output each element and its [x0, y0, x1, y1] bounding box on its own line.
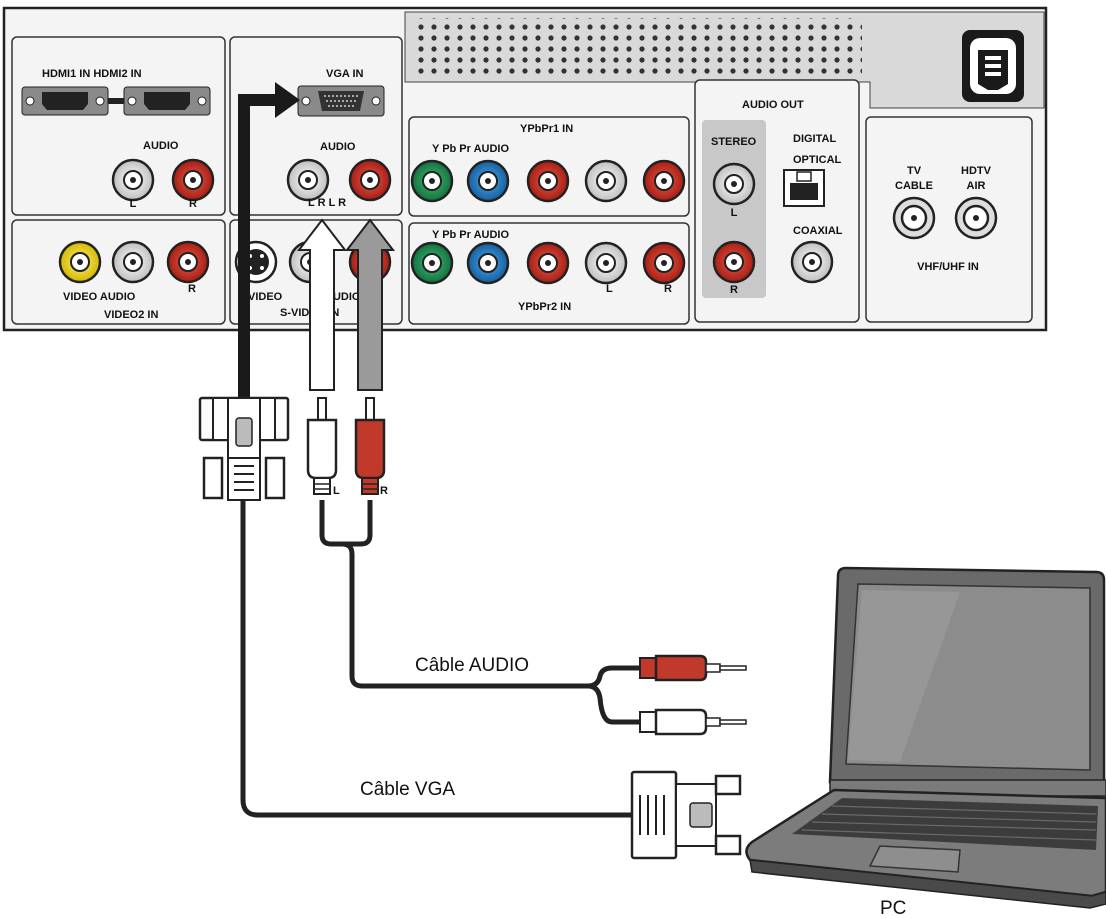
- ypbpr2-group-label: YPbPr2 IN: [518, 301, 571, 313]
- optical-port: [783, 169, 825, 207]
- ypbpr2-pr-jack: [526, 241, 570, 285]
- hdmi-audio-label: AUDIO: [143, 140, 179, 152]
- plug-r-label: R: [380, 485, 388, 497]
- audio-cable-label: Câble AUDIO: [415, 655, 529, 676]
- hdmi-audio-r-jack: [171, 158, 215, 202]
- ypbpr2-section: [408, 222, 690, 325]
- coaxial-label: COAXIAL: [793, 225, 843, 237]
- ypbpr1-pb-jack: [466, 159, 510, 203]
- video2-video-jack: [58, 240, 102, 284]
- audio-l-arrow: [296, 218, 348, 391]
- vga-in-label: VGA IN: [326, 68, 364, 80]
- rca-plug-white-pc: [639, 708, 747, 736]
- rca-plug-red-pc: [639, 654, 747, 682]
- hdmi2-port: [123, 86, 211, 116]
- ypbpr2-audio-l-jack: [584, 241, 628, 285]
- vga-cable-label: Câble VGA: [360, 779, 455, 800]
- laptop-icon: [745, 566, 1106, 909]
- pc-label: PC: [880, 898, 906, 918]
- tv-label: TV: [907, 165, 922, 177]
- vga-audio-l-jack: [286, 158, 330, 202]
- stereo-l-jack: [712, 162, 756, 206]
- ypbpr2-pb-jack: [466, 241, 510, 285]
- ypbpr1-audio-r-jack: [642, 159, 686, 203]
- vga-audio-r-jack: [348, 158, 392, 202]
- rca-plug-r-tv: [354, 397, 386, 495]
- power-socket-icon: [962, 30, 1024, 102]
- ypbpr1-group-label: YPbPr1 IN: [520, 123, 573, 135]
- ypbpr2-audio-r-jack: [642, 241, 686, 285]
- ypbpr2-r-label: R: [664, 283, 672, 295]
- coaxial-jack: [790, 240, 834, 284]
- vga-port: [297, 85, 385, 117]
- ypbpr2-l-label: L: [606, 283, 613, 295]
- hdtv-label: HDTV: [961, 165, 992, 177]
- ypbpr1-pr-jack: [526, 159, 570, 203]
- hdmi-audio-l-jack: [111, 158, 155, 202]
- video2-group-label: VIDEO2 IN: [104, 309, 158, 321]
- ypbpr2-y-jack: [410, 241, 454, 285]
- vhf-uhf-label: VHF/UHF IN: [917, 261, 979, 273]
- vga-plug-tv: [198, 396, 290, 501]
- ypbpr2-sub-label: Y Pb Pr AUDIO: [432, 229, 509, 241]
- digital-label: DIGITAL: [793, 133, 836, 145]
- ypbpr1-audio-l-jack: [584, 159, 628, 203]
- vga-arrow: [238, 82, 300, 398]
- video2-video-audio-label: VIDEO AUDIO: [63, 291, 136, 303]
- video2-audio-r-jack: [166, 240, 210, 284]
- vga-audio-label: AUDIO: [320, 141, 356, 153]
- stereo-label: STEREO: [711, 136, 757, 148]
- video2-r-label: R: [188, 283, 196, 295]
- video2-audio-l-jack: [111, 240, 155, 284]
- rca-plug-l-tv: [306, 397, 338, 495]
- cable-label: CABLE: [895, 180, 933, 192]
- ypbpr1-section: [408, 116, 690, 217]
- audio-r-arrow: [344, 218, 396, 391]
- air-label: AIR: [967, 180, 986, 192]
- hdmi1-port: [21, 86, 109, 116]
- stereo-r-jack: [712, 240, 756, 284]
- stereo-r-label: R: [730, 284, 738, 296]
- hdmi-audio-l-label: L: [130, 198, 137, 210]
- ypbpr1-y-jack: [410, 159, 454, 203]
- hdmi-label: HDMI1 IN HDMI2 IN: [42, 68, 142, 80]
- ypbpr1-sub-label: Y Pb Pr AUDIO: [432, 143, 509, 155]
- vga-lr-label: L R L R: [308, 197, 346, 209]
- hdmi-audio-r-label: R: [189, 198, 197, 210]
- vga-section: [229, 36, 403, 216]
- hdmi-section: [11, 36, 226, 216]
- svideo-video-label: VIDEO: [248, 291, 283, 303]
- stereo-l-label: L: [731, 207, 738, 219]
- optical-label: OPTICAL: [793, 154, 842, 166]
- audio-out-label: AUDIO OUT: [742, 99, 804, 111]
- video2-section: [11, 219, 226, 325]
- tv-back-panel: HDMI1 IN HDMI2 IN AUDIO L R VGA IN AUDIO…: [2, 6, 1048, 332]
- antenna-section: [865, 116, 1033, 323]
- antenna-tv-cable-jack: [892, 196, 936, 240]
- vga-plug-pc: [630, 770, 742, 860]
- antenna-hdtv-air-jack: [954, 196, 998, 240]
- plug-l-label: L: [333, 485, 340, 497]
- vga-cable: [240, 500, 632, 818]
